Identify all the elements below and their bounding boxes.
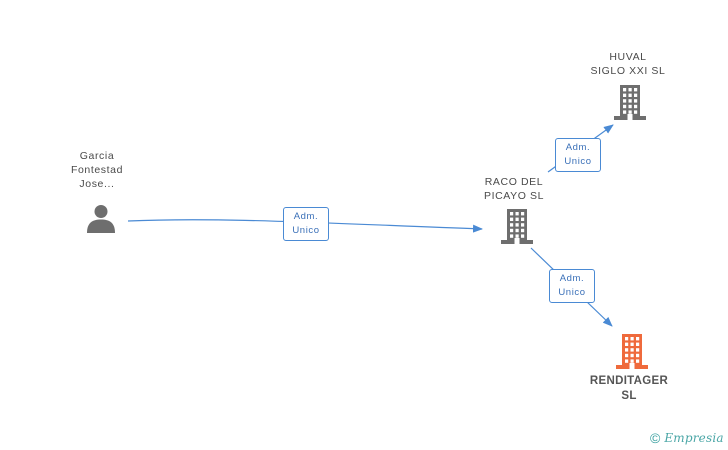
edge-role-badge-raco-to-renditager[interactable]: Adm. Unico [549, 269, 595, 303]
building-icon[interactable] [501, 209, 533, 244]
empresia-watermark[interactable]: © Empresia [650, 428, 724, 448]
building-icon[interactable] [616, 334, 648, 369]
edge-role-badge-raco-to-huval[interactable]: Adm. Unico [555, 138, 601, 172]
copyright-icon: © [650, 430, 661, 446]
raco-name-label[interactable]: RACO DEL PICAYO SL [483, 176, 545, 202]
huval-name-label[interactable]: HUVAL SIGLO XXI SL [590, 51, 666, 77]
renditager-name-label[interactable]: RENDITAGER SL [589, 375, 669, 402]
person-icon[interactable] [86, 203, 116, 233]
brand-logo-text: Empresia [664, 431, 724, 445]
edge-line-person-to-raco [127, 219, 483, 233]
person-name-label[interactable]: Garcia Fontestad Jose... [70, 150, 124, 190]
edge-role-badge-person-to-raco[interactable]: Adm. Unico [283, 207, 329, 241]
building-icon[interactable] [614, 85, 646, 120]
